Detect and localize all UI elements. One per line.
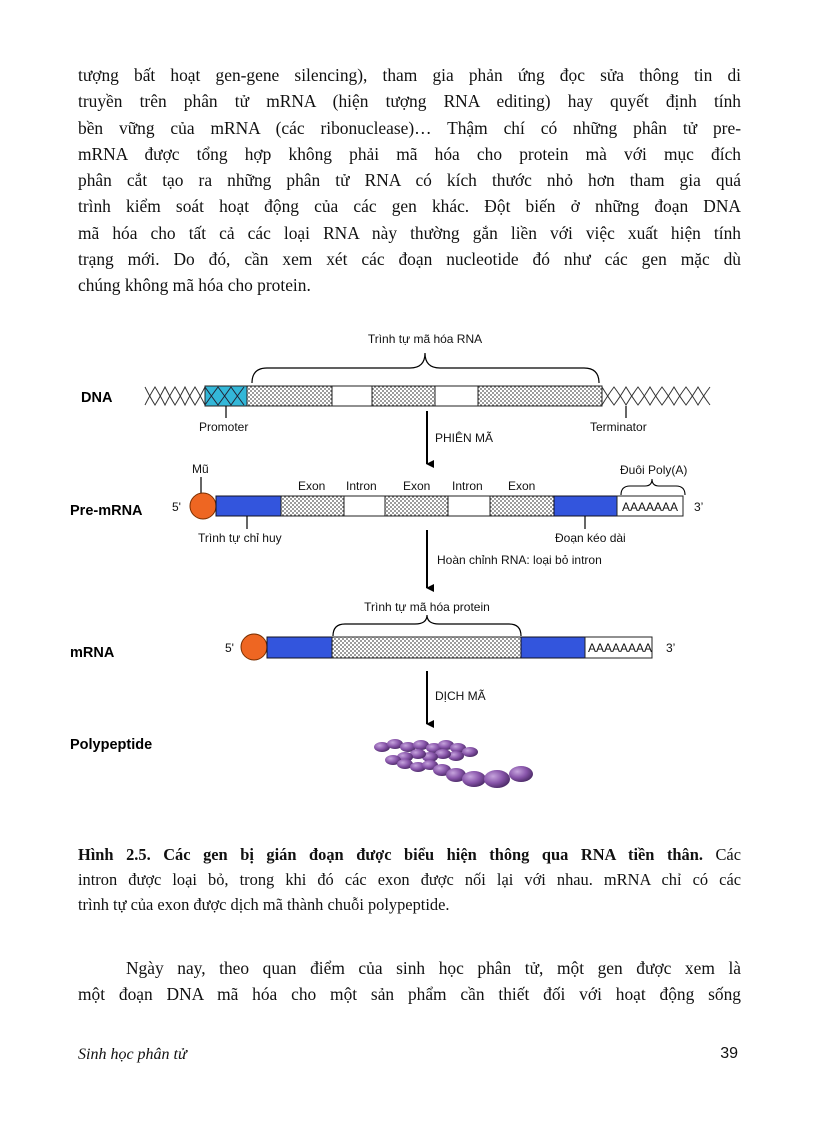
protein-coding-brace (332, 614, 522, 637)
body-paragraph-2: Ngày nay, theo quan điểm của sinh học ph… (78, 955, 741, 1008)
text-line: trình kiểm soát hoạt động của các gen kh… (78, 196, 741, 217)
polypeptide-label: Polypeptide (70, 737, 152, 753)
intron-label-2: Intron (452, 479, 483, 493)
premrna-intron-2 (447, 495, 491, 517)
mrna-coding-region (331, 636, 522, 659)
translation-label: DỊCH MÃ (435, 689, 486, 703)
exon-label-3: Exon (508, 479, 535, 493)
protein-coding-label: Trình tự mã hóa protein (364, 600, 490, 614)
dna-label: DNA (81, 390, 113, 406)
exon-label-1: Exon (298, 479, 325, 493)
caption-title: Hình 2.5. Các gen bị gián đoạn được biểu… (78, 845, 703, 864)
mrna-cap (240, 633, 268, 661)
transcription-label: PHIÊN MÃ (435, 430, 493, 445)
text-line: tượng bất hoạt gen-gene silencing), tham… (78, 65, 741, 85)
processing-label: Hoàn chỉnh RNA: loại bỏ intron (437, 553, 602, 567)
dna-coding-plain-2 (434, 385, 479, 407)
premrna-exon-1 (280, 495, 345, 517)
rna-coding-label: Trình tự mã hóa RNA (368, 332, 482, 346)
caption-line: intron được loại bỏ, trong khi đó các ex… (78, 870, 741, 889)
dna-helix-right (601, 386, 711, 406)
mrna-trailer-region (520, 636, 586, 659)
figure-caption: Hình 2.5. Các gen bị gián đoạn được biểu… (78, 842, 741, 917)
promoter-label: Promoter (199, 420, 248, 434)
text-line: chúng không mã hóa cho protein. (78, 275, 311, 296)
mrna-polya-sequence: AAAAAAAA (588, 641, 652, 655)
page-number: 39 (720, 1045, 738, 1062)
text-line: bền vững của mRNA (các ribonuclease)… Th… (78, 117, 741, 138)
premrna-intron-1 (343, 495, 386, 517)
premrna-exon-2 (384, 495, 449, 517)
text-line: mã hóa cho tất cả các loại RNA này thườn… (78, 222, 741, 243)
cap-5prime (189, 492, 217, 520)
text-line: phân cắt tạo ra những phân tử RNA có kíc… (78, 170, 741, 191)
mrna-five-prime: 5' (225, 641, 234, 655)
mrna-label: mRNA (70, 645, 115, 661)
leader-label: Trình tự chỉ huy (198, 531, 282, 545)
premrna-five-prime: 5' (172, 500, 181, 514)
dna-coding-plain-1 (331, 385, 373, 407)
trailer-label: Đoạn kéo dài (555, 531, 626, 545)
text-line: mRNA được tổng hợp không phải mã hóa cho… (78, 143, 741, 164)
body-paragraph-1: tượng bất hoạt gen-gene silencing), tham… (78, 62, 741, 299)
exon-label-2: Exon (403, 479, 430, 493)
premrna-three-prime: 3’ (694, 500, 703, 514)
premrna-leader-region (215, 495, 282, 517)
polya-brace (620, 478, 686, 496)
dna-coding-dotted-3 (477, 385, 603, 407)
caption-line: Hình 2.5. Các gen bị gián đoạn được biểu… (78, 842, 741, 867)
text-line: Ngày nay, theo quan điểm của sinh học ph… (126, 958, 741, 978)
premrna-trailer-region (553, 495, 618, 517)
text-line: truyền trên phân tử mRNA (hiện tượng RNA… (78, 91, 741, 112)
text-line: một đoạn DNA mã hóa cho một sản phẩm cần… (78, 984, 741, 1005)
premrna-exon-3 (489, 495, 555, 517)
intron-label-1: Intron (346, 479, 377, 493)
text-line: trạng mới. Do đó, cần xem xét các đoạn n… (78, 249, 741, 270)
mrna-leader-region (266, 636, 333, 659)
caption-line: trình tự của exon được dịch mã thành chu… (78, 895, 450, 914)
polypeptide-chain (374, 739, 533, 788)
terminator-label: Terminator (590, 420, 647, 434)
footer-book-title: Sinh học phân tử (78, 1046, 187, 1063)
polya-tail-label: Đuôi Poly(A) (620, 463, 687, 477)
rna-coding-brace (251, 352, 600, 384)
dna-coding-dotted-2 (371, 385, 436, 407)
mrna-three-prime: 3’ (666, 641, 675, 655)
premrna-label: Pre-mRNA (70, 503, 143, 519)
dna-coding-dotted-1 (246, 385, 333, 407)
gene-expression-figure: Trình tự mã hóa RNA DNA Promoter Termina… (70, 332, 711, 788)
premrna-polya-sequence: AAAAAAA (622, 500, 678, 514)
cap-label: Mũ (192, 462, 209, 476)
caption-line1-rest: Các (702, 845, 741, 864)
